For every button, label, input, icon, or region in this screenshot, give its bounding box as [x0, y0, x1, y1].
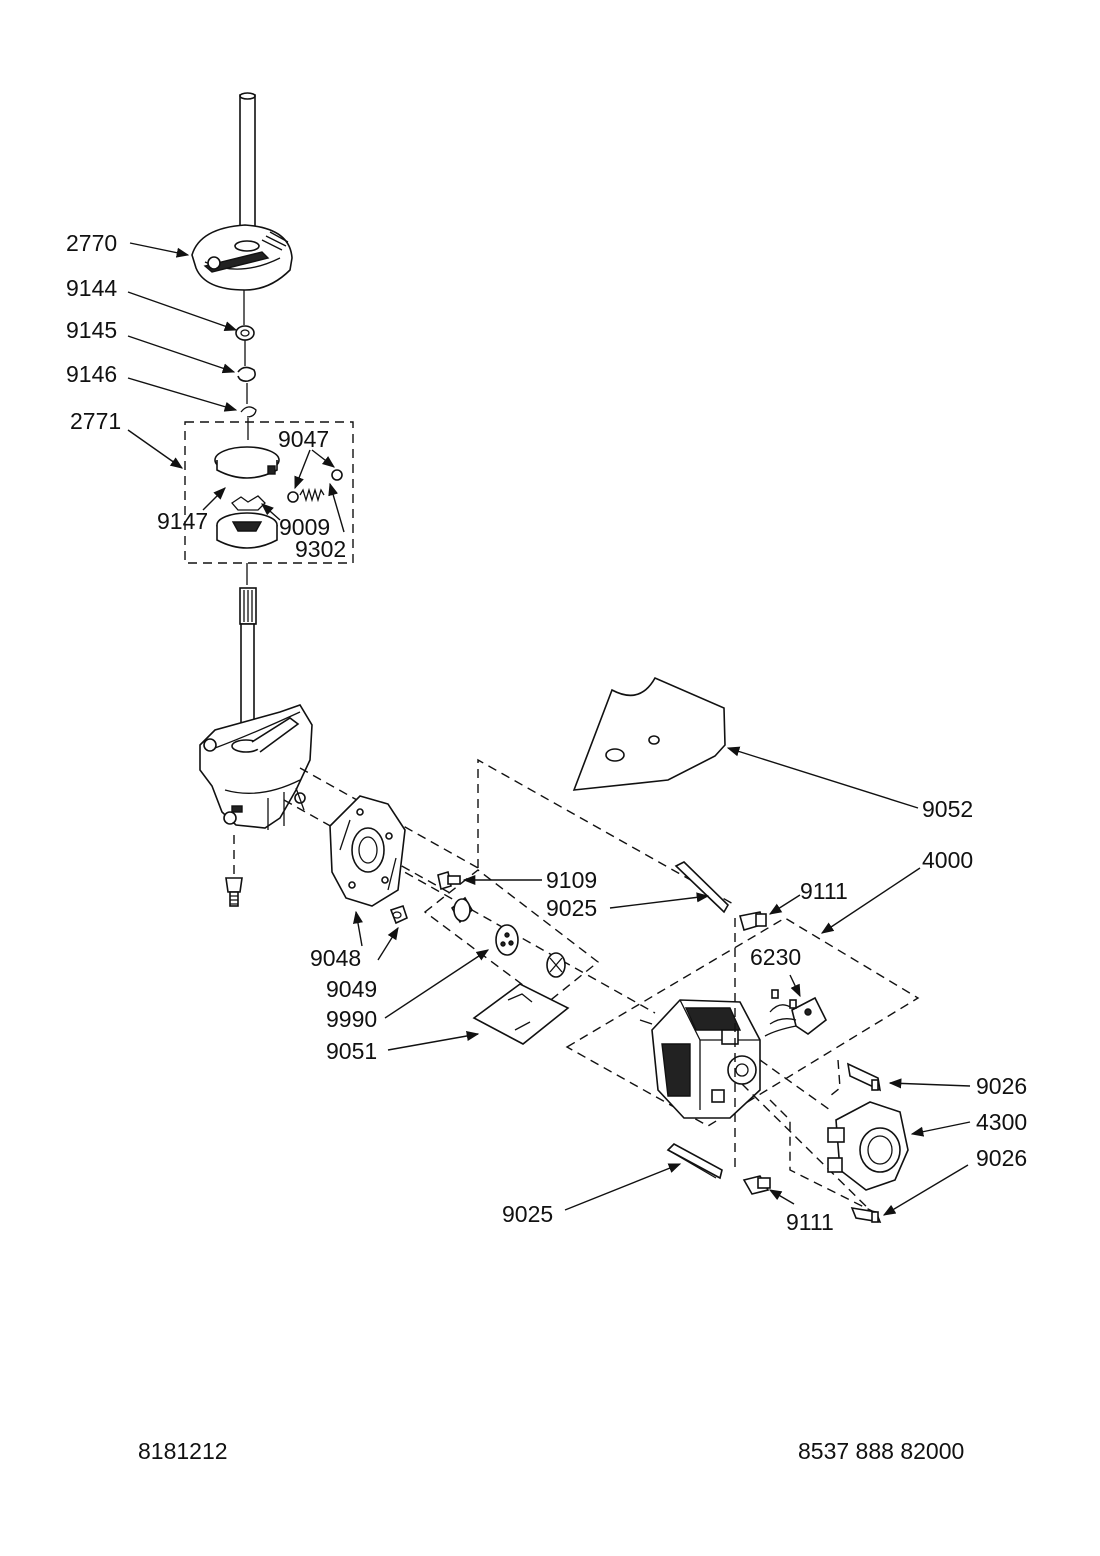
label-9145: 9145: [66, 317, 117, 343]
label-9302: 9302: [295, 536, 346, 562]
label-9026-upper: 9026: [976, 1073, 1027, 1099]
brake-assembly-2770: [191, 224, 293, 325]
label-9144: 9144: [66, 275, 117, 301]
clip-9145: [237, 366, 256, 404]
label-9025-lower: 9025: [502, 1201, 553, 1227]
footer-right-code: 8537 888 82000: [798, 1438, 965, 1464]
bracket-9025-lower: [666, 1143, 723, 1180]
capacitor-4300: [827, 1101, 909, 1191]
capacitor-axis: [759, 1059, 881, 1216]
spring-assembly-9047-9302: [287, 469, 343, 503]
bracket-9025-upper: [674, 861, 730, 914]
bracket-axis-upper: [477, 758, 736, 906]
kit-box-4000: [565, 917, 920, 1127]
footer-left-code: 8181212: [138, 1438, 228, 1464]
assembly-axis-1: [299, 767, 479, 869]
label-2770: 2770: [66, 230, 117, 256]
coupling-9990: [450, 896, 566, 978]
label-9111-lower: 9111: [786, 1209, 834, 1235]
label-9049: 9049: [326, 976, 377, 1002]
assembly-axis-3: [391, 864, 656, 1014]
washer-9144: [235, 325, 255, 366]
label-9147: 9147: [157, 508, 208, 534]
screw-9109: [437, 870, 461, 891]
clip-axis-upper: [829, 1059, 841, 1097]
label-9052: 9052: [922, 796, 973, 822]
screw-9111-lower: [742, 1175, 771, 1195]
label-9990: 9990: [326, 1006, 377, 1032]
label-2771: 2771: [70, 408, 121, 434]
shield-9052: [572, 676, 726, 791]
label-9047: 9047: [278, 426, 329, 452]
retaining-ring-9146: [240, 406, 257, 440]
spin-tube-shaft: [239, 92, 256, 256]
leader-lines: [127, 242, 971, 1216]
switch-6230: [764, 989, 828, 1037]
motor-4000: [639, 999, 761, 1119]
label-4300: 4300: [976, 1109, 1027, 1135]
clip-9026-upper: [846, 1062, 882, 1092]
label-9026-lower: 9026: [976, 1145, 1027, 1171]
label-9109: 9109: [546, 867, 597, 893]
label-9111-upper: 9111: [800, 878, 848, 904]
fitting-9049: [389, 904, 408, 925]
screw-9111-upper: [738, 911, 767, 931]
mounting-plate-9048: [329, 795, 406, 907]
label-9048: 9048: [310, 945, 361, 971]
brake-band-9147: [214, 446, 280, 479]
gearcase: [199, 704, 313, 830]
motor-axis: [741, 1083, 881, 1221]
label-9051: 9051: [326, 1038, 377, 1064]
kit-box-9990: [423, 869, 600, 1004]
drive-disc-9009: [216, 495, 278, 549]
label-6230: 6230: [750, 944, 801, 970]
label-9009: 9009: [279, 514, 330, 540]
kit-box-2771: [184, 421, 354, 564]
clip-9026-lower: [850, 1206, 882, 1224]
label-4000: 4000: [922, 847, 973, 873]
drive-shaft: [239, 563, 257, 745]
label-9146: 9146: [66, 361, 117, 387]
label-9025-upper: 9025: [546, 895, 597, 921]
pad-9051: [472, 983, 570, 1045]
mounting-bolt: [225, 877, 243, 907]
